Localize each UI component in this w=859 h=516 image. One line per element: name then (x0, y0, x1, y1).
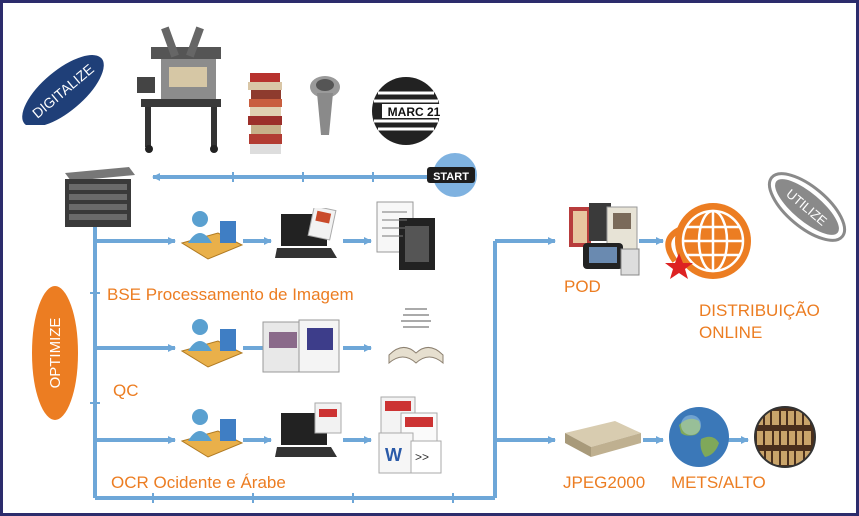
label-pod: POD (564, 277, 601, 296)
ebook-devices-icon (563, 201, 643, 281)
start-text: START (433, 171, 469, 183)
laptop-icon (275, 205, 339, 264)
laptop-icon (275, 401, 347, 463)
book-stack-icon (246, 71, 286, 156)
label-ocr: OCR Ocidente e Árabe (111, 473, 286, 492)
operator-workstation-icon (178, 203, 246, 271)
marc21-logo-icon: MARC 21 (368, 71, 448, 151)
operator-workstation-icon (178, 311, 246, 379)
label-mets-alto: METS/ALTO (671, 473, 766, 492)
digitalize-badge: DIGITALIZE (7, 52, 127, 130)
server-rack-icon (59, 163, 139, 233)
book-scanner-icon (131, 17, 231, 157)
utilize-badge: UTILIZE (755, 171, 855, 251)
optimize-badge: OPTIMIZE (25, 278, 85, 428)
marc21-text: MARC 21 (388, 105, 441, 119)
label-qc: QC (113, 381, 139, 400)
web-globe-icon (657, 195, 757, 291)
optimize-text: OPTIMIZE (47, 318, 64, 389)
operator-workstation-icon (178, 401, 246, 469)
file-types-icon: W >> (375, 395, 445, 477)
earth-globe-icon (665, 403, 733, 471)
label-jpeg2000: JPEG2000 (563, 473, 646, 492)
start-badge: START (427, 151, 483, 201)
archive-box-icon (561, 413, 645, 463)
label-distribuicao-line2: ONLINE (699, 323, 763, 342)
label-distribuicao-line1: DISTRIBUIÇÃO (699, 301, 820, 320)
label-bse: BSE Processamento de Imagem (107, 285, 354, 304)
flow-lines (90, 172, 749, 503)
svg-text:W: W (385, 445, 402, 465)
open-book-icon (385, 305, 447, 371)
document-pages-icon (261, 318, 341, 380)
document-pages-icon (373, 198, 443, 278)
svg-text:>>: >> (415, 450, 429, 464)
barcode-scanner-icon (305, 73, 345, 138)
library-shelves-icon (751, 403, 821, 471)
